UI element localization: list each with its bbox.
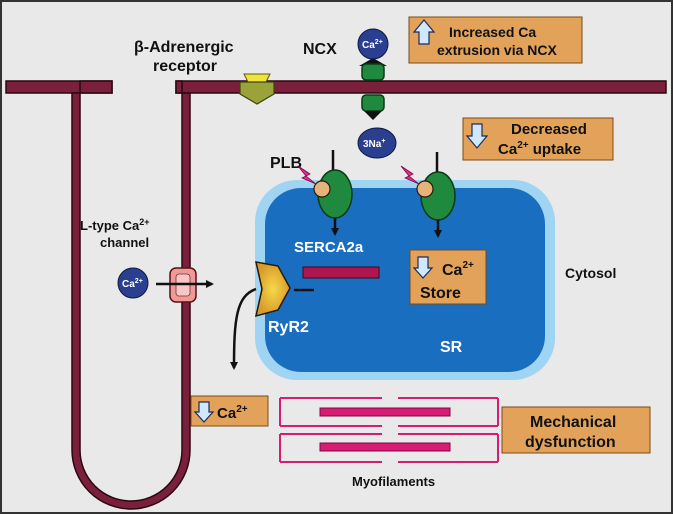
beta-receptor-label-line2: receptor [153,58,217,75]
callout-mechanical-dysfunction: Mechanical dysfunction [501,406,651,454]
ltype-label-line2: channel [100,235,149,250]
myofilaments-label: Myofilaments [352,474,435,489]
ncx-calcium-ion: Ca2+ [357,28,389,60]
ncx-label: NCX [303,41,337,58]
serca-label: SERCA2a [294,239,364,256]
beta-receptor-label-line1: β-Adrenergic [134,39,234,56]
sarcolemma [5,80,667,510]
ryr-label: RyR2 [268,319,309,336]
ltype-ca-charge: 2+ [135,278,143,285]
store-ca-charge: 2+ [462,260,474,271]
ncx-callout-line1: Increased Ca [449,24,536,40]
callout-decreased-uptake: Decreased Ca2+ uptake [462,117,614,161]
beta-adrenergic-receptor [239,73,275,105]
callout-ca-store: Ca2+ Store [409,249,487,305]
store-label: Store [420,285,461,302]
down-arrow-icon [465,123,489,149]
ltype-ca-label: Ca [122,279,135,290]
down-arrow-icon-store [412,256,434,279]
sodium-ion: 3Na+ [357,127,397,159]
cytosol-ca-charge: 2+ [236,404,248,415]
phosphate-icon [416,180,434,198]
serca-pump-right [400,152,456,238]
lightning-bolt-icon-2 [400,165,420,185]
svg-text:Ca2+: Ca2+ [217,404,248,422]
svg-text:Ca2+: Ca2+ [362,39,383,51]
uptake-callout-line2-rest: uptake [529,141,582,158]
ca-release-arrow [230,287,257,370]
ca-charge: 2+ [375,39,383,46]
mech-callout-line1: Mechanical [530,414,616,431]
callout-increased-extrusion: Increased Ca extrusion via NCX [408,16,583,64]
ltype-calcium-ion: Ca2+ [117,267,149,299]
up-arrow-icon [412,19,436,45]
uptake-callout-line1: Decreased [511,121,587,138]
plb-label: PLB [270,155,302,172]
svg-text:3Na+: 3Na+ [363,138,385,150]
sr-label: SR [440,339,463,356]
myofilaments [279,397,499,463]
lightning-bolt-icon [297,165,317,185]
cytosol-label: Cytosol [565,265,616,281]
svg-text:Ca2+: Ca2+ [122,278,143,290]
svg-text:Ca2+ uptake: Ca2+ uptake [498,140,581,158]
uptake-ca-charge: 2+ [517,140,529,151]
cytosol-ca-label: Ca [217,405,237,422]
ltype-label-line1: L-type Ca2+ [80,217,150,233]
ryr2-channel [254,261,314,318]
junction-bar [302,266,380,279]
uptake-ca-label: Ca [498,141,518,158]
serca-pump-left [297,150,353,236]
ca-label: Ca [362,40,375,51]
store-ca-label: Ca [442,262,463,279]
ncx-exchanger [359,58,387,120]
sarcoplasmic-reticulum [255,180,555,380]
na-charge: + [381,138,385,145]
mech-callout-line2: dysfunction [525,434,616,451]
down-arrow-icon-cytosol [193,401,215,423]
callout-cytosolic-ca: Ca2+ [190,395,269,427]
ncx-callout-line2: extrusion via NCX [437,42,557,58]
plb-phosphate-icon [313,180,331,198]
na-label: 3Na [363,139,382,150]
svg-text:Ca2+: Ca2+ [442,260,474,279]
